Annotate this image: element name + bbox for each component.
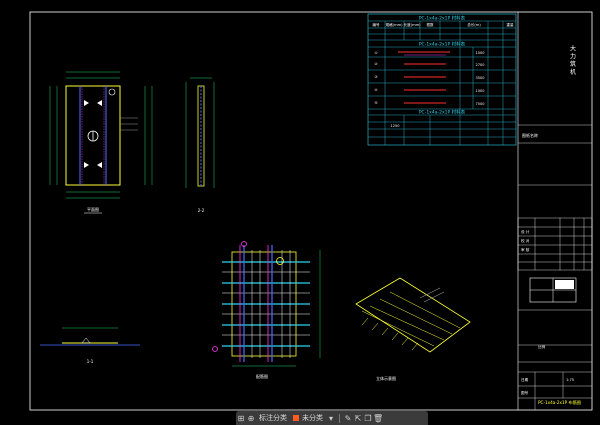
header-cell: 长度(mm) bbox=[404, 22, 422, 27]
title-label-e: 比例 bbox=[538, 344, 546, 349]
drawing-name: PC-1x4a-2x1P 布筋图 bbox=[538, 399, 581, 406]
section-2-2: 2-2 bbox=[185, 77, 215, 213]
row-label: ② bbox=[374, 62, 377, 66]
row-label: ③ bbox=[374, 75, 377, 79]
row-value: 1500 bbox=[476, 51, 485, 55]
row-value: 1000 bbox=[476, 89, 485, 93]
section-1-1: 1-1 bbox=[40, 327, 140, 364]
row-label: ⑤ bbox=[374, 101, 377, 105]
scale-value: 1:75 bbox=[566, 378, 574, 382]
title-label-c: 校 对 bbox=[521, 238, 530, 243]
annotate-category-label[interactable]: 标注分类 bbox=[259, 414, 287, 422]
company-name: 大 力 筑 机 bbox=[569, 44, 576, 76]
annotation-toolbar: ⊞ ⊕ 标注分类 未分类 ▾ ✎ ⇱ ❐ 🗑 bbox=[236, 411, 428, 425]
row-value: 2700 bbox=[476, 63, 485, 67]
rebar-plan: 配筋图 bbox=[212, 241, 321, 379]
copy-icon[interactable]: ❐ bbox=[364, 413, 372, 423]
delete-icon[interactable]: 🗑 bbox=[373, 413, 384, 423]
plan-view: 平面图 bbox=[49, 71, 153, 214]
header-cell: 总长(m) bbox=[467, 22, 481, 27]
header-cell: 重量 bbox=[506, 22, 514, 27]
isometric-label: 立体示意图 bbox=[376, 375, 396, 381]
row-label: ① bbox=[374, 51, 377, 55]
grid-icon[interactable]: ⊞ bbox=[237, 413, 245, 423]
header-cell: 根数 bbox=[426, 22, 434, 27]
material-table: PC-1x4a-2x1P 材料表 PC-1x4a-2x1P 材料表 PC-1x4… bbox=[367, 13, 517, 146]
header-cell: 规格(mm) bbox=[386, 22, 404, 27]
title-label-b: 设 计 bbox=[521, 229, 530, 234]
logo-box bbox=[529, 277, 577, 303]
isometric-view: 立体示意图 bbox=[355, 277, 471, 381]
table-title-1: PC-1x4a-2x1P 材料表 bbox=[419, 15, 466, 22]
category-color-swatch bbox=[293, 415, 299, 421]
table-rows: ① ② ③ ④ ⑤ 1500 2700 3500 1000 75 bbox=[374, 51, 484, 128]
chevron-down-icon[interactable]: ▾ bbox=[328, 413, 333, 423]
rebar-plan-label: 配筋图 bbox=[256, 373, 268, 379]
category-select[interactable]: 未分类 bbox=[302, 414, 323, 422]
table-title-2: PC-1x4a-2x1P 材料表 bbox=[419, 41, 466, 48]
title-label-a: 图纸名称 bbox=[522, 132, 538, 138]
title-label-g: 图号 bbox=[521, 390, 529, 395]
header-cell: 编号 bbox=[372, 22, 380, 27]
title-label-f: 日期 bbox=[521, 377, 529, 382]
section-2-2-label: 2-2 bbox=[198, 208, 205, 213]
row-label: ④ bbox=[374, 88, 377, 92]
toolbar-divider bbox=[339, 413, 340, 423]
pin-icon[interactable]: ⊕ bbox=[247, 413, 255, 423]
row-value: 3500 bbox=[476, 76, 485, 80]
title-label-d: 审 核 bbox=[521, 247, 530, 252]
row-value: 7500 bbox=[476, 102, 485, 106]
section-1-1-label: 1-1 bbox=[87, 359, 94, 364]
title-block: 大 力 筑 机 图纸名称 设 计 校 对 审 核 bbox=[517, 44, 593, 410]
export-icon[interactable]: ⇱ bbox=[354, 413, 362, 423]
table-title-3: PC-1x4a-2x1P 材料表 bbox=[419, 109, 466, 116]
drawing-frame bbox=[29, 11, 593, 411]
row-value: 1250 bbox=[391, 124, 400, 128]
edit-icon[interactable]: ✎ bbox=[344, 413, 352, 423]
plan-view-label: 平面图 bbox=[87, 206, 99, 212]
